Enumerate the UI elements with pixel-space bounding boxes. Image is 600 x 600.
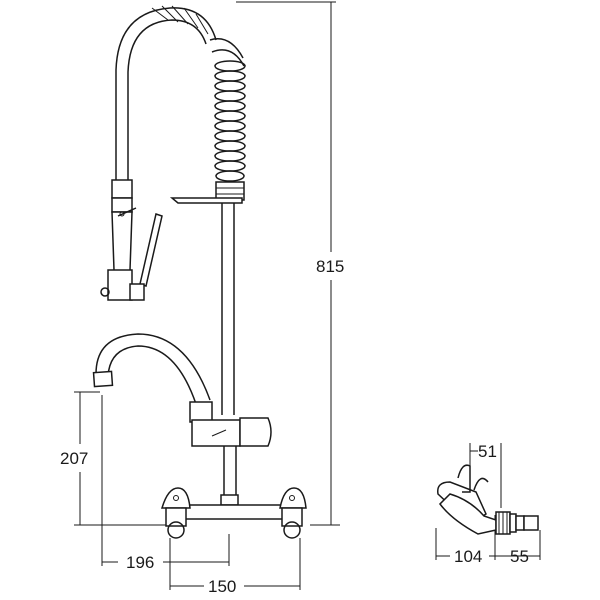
- side-view: [437, 464, 539, 535]
- dim-side-handle: 51: [478, 442, 497, 461]
- hose-arch: [115, 7, 217, 180]
- spray-head: [100, 179, 163, 301]
- spring-coil: [151, 5, 246, 201]
- swivel-spout: [92, 333, 211, 405]
- dim-side-depth: 104: [454, 547, 482, 566]
- dim-tap-centres: 150: [208, 577, 236, 596]
- supply-bar: [160, 487, 307, 539]
- dim-overall-height: 815: [316, 257, 344, 276]
- coil-rings: [214, 60, 246, 182]
- dim-side-outlet: 55: [510, 547, 529, 566]
- valve-body: [189, 401, 272, 447]
- wall-bracket: [169, 197, 243, 204]
- front-view: [92, 5, 307, 539]
- riser-pipe: [220, 200, 239, 506]
- dim-spout-height: 207: [60, 449, 88, 468]
- dim-spout-reach: 196: [126, 553, 154, 572]
